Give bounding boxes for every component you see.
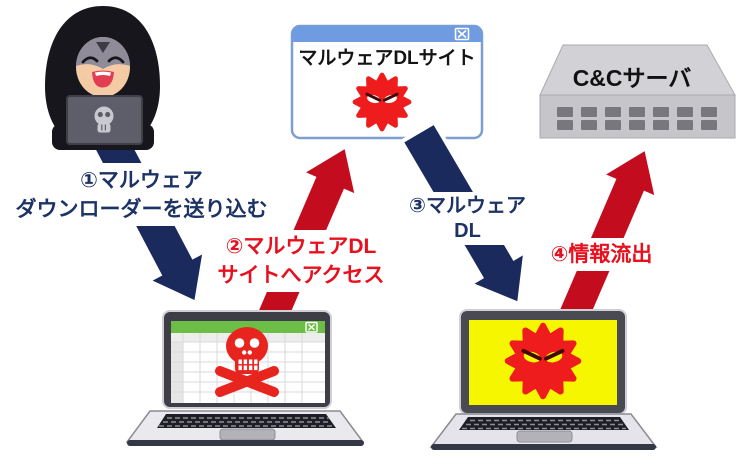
server-title: C&Cサーバ [573,65,692,91]
infected-laptop [429,309,658,450]
step-3-line-1: ③マルウェア [409,194,526,217]
cc-server: C&Cサーバ [539,44,736,139]
step-label-4: ④情報流出 [538,238,665,271]
step-label-2: ②マルウェアDL サイトへアクセス [208,230,394,292]
step-4-line-1: ④情報流出 [550,243,653,266]
hacker-eye [107,56,125,64]
spreadsheet-header [171,321,325,333]
step-1-line-1: ①マルウェア [80,168,203,192]
hacker-figure [45,6,160,150]
step-label-1: ①マルウェア ダウンローダーを送り込む [0,163,283,226]
step-2-line-2: サイトへアクセス [217,264,385,287]
laptop-trackpad [219,428,276,441]
window-title: マルウェアDLサイト [298,47,475,69]
laptop-trackpad [516,430,573,443]
step-1-line-2: ダウンローダーを送り込む [15,197,268,221]
arrow-4-data-exfiltration [553,144,660,330]
step-3-line-2: DL [454,219,481,242]
step-label-3: ③マルウェア DL [387,192,548,245]
hacker-eye [81,56,99,64]
victim-laptop [125,310,365,446]
window-title-bar [292,26,482,42]
server-ports [557,107,717,130]
malware-site-window: マルウェアDLサイト [290,24,484,140]
skull-crossbones-icon [215,327,279,397]
virus-icon [352,72,412,132]
step-2-line-1: ②マルウェアDL [225,235,377,258]
skull-icon [94,106,114,133]
virus-icon [504,322,582,400]
close-icon[interactable] [305,321,318,333]
close-icon[interactable] [454,27,470,41]
